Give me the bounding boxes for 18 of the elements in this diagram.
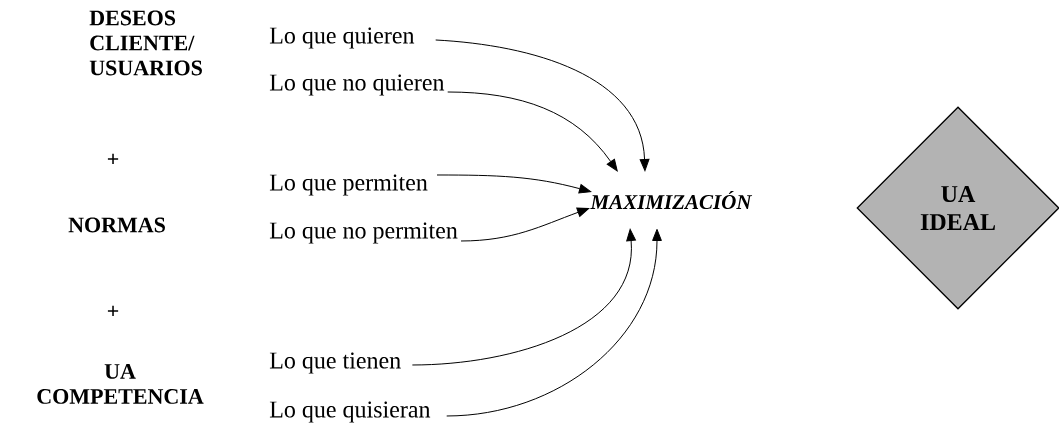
plus-sign: + — [107, 305, 119, 316]
item-text: Lo que tienen — [269, 352, 401, 374]
heading-text: DESEOS CLIENTE/ USUARIOS — [89, 10, 202, 76]
plus-sign: + — [107, 153, 119, 164]
item-text: Lo que quieren — [269, 27, 415, 49]
arrow — [436, 174, 592, 194]
arrow — [460, 207, 590, 242]
item-text: Lo que no quieren — [269, 74, 445, 96]
item-text: Lo que permiten — [269, 174, 428, 196]
arrow — [435, 39, 650, 172]
arrow — [446, 228, 662, 417]
item-text: Lo que quisieran — [269, 401, 431, 423]
item-text: Lo que no permiten — [269, 222, 458, 244]
heading-text: UA COMPETENCIA — [37, 364, 204, 404]
result-text: MAXIMIZACIÓN — [590, 190, 753, 210]
arrow — [447, 91, 618, 172]
arrow — [411, 228, 636, 366]
heading-text: NORMAS — [68, 217, 165, 233]
